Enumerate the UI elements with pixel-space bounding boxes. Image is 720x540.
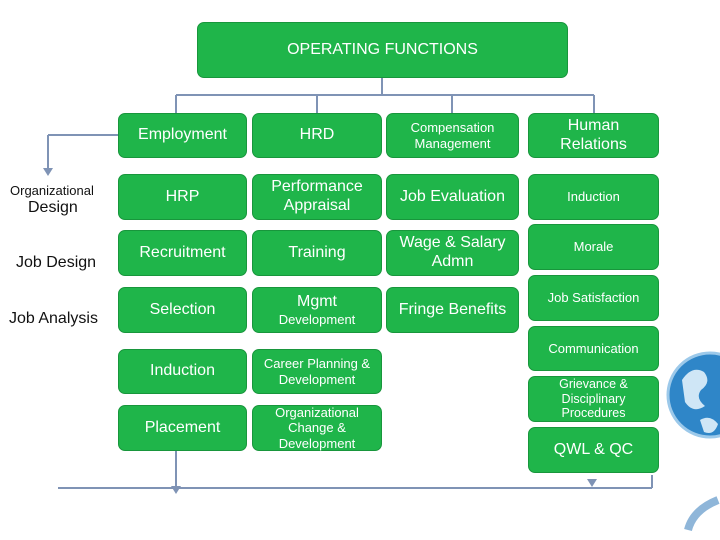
title-text: OPERATING FUNCTIONS	[287, 40, 478, 58]
box-induction: Induction	[118, 349, 247, 394]
box-hrd-label: HRD	[299, 126, 335, 144]
box-career-planning: Career Planning & Development	[252, 349, 382, 394]
box-performance-appraisal: Performance Appraisal	[252, 174, 382, 220]
box-mgmt-label: Mgmt	[297, 292, 337, 310]
box-training: Training	[252, 230, 382, 276]
box-selection: Selection	[118, 287, 247, 333]
box-career-planning-label: Career Planning & Development	[263, 356, 371, 387]
box-human-relations-label: Human Relations	[560, 116, 627, 153]
box-selection-label: Selection	[149, 300, 216, 318]
box-placement-label: Placement	[144, 418, 221, 436]
box-grievance-label: Grievance & Disciplinary Procedures	[559, 376, 628, 421]
globe-decoration	[666, 351, 720, 532]
box-placement: Placement	[118, 405, 247, 451]
box-job-satisfaction-label: Job Satisfaction	[547, 290, 640, 306]
box-development-label: Development	[278, 311, 356, 327]
box-communication: Communication	[528, 326, 659, 371]
box-grievance: Grievance & Disciplinary Procedures	[528, 376, 659, 422]
box-compensation-management: Compensation Management	[386, 113, 519, 158]
label-organizational: Organizational	[10, 183, 94, 198]
box-organizational-change: Organizational Change & Development	[252, 405, 382, 451]
box-compensation-management-label: Compensation Management	[410, 120, 495, 151]
label-organizational-design: Organizational Design	[10, 183, 110, 217]
box-morale: Morale	[528, 224, 659, 270]
box-recruitment: Recruitment	[118, 230, 247, 276]
box-organizational-change-label: Organizational Change & Development	[275, 405, 359, 451]
box-recruitment-label: Recruitment	[139, 243, 226, 261]
box-communication-label: Communication	[548, 340, 639, 356]
box-hr-induction-label: Induction	[567, 189, 620, 205]
box-employment-label: Employment	[138, 126, 227, 144]
box-training-label: Training	[288, 243, 346, 261]
box-mgmt-development: Mgmt Development	[252, 287, 382, 333]
box-job-evaluation-label: Job Evaluation	[400, 187, 505, 205]
box-morale-label: Morale	[573, 239, 614, 255]
box-hrp: HRP	[118, 174, 247, 220]
box-performance-appraisal-label: Performance Appraisal	[271, 178, 363, 214]
box-fringe-benefits: Fringe Benefits	[386, 287, 519, 333]
box-wage-salary-label: Wage & Salary Admn	[399, 234, 506, 270]
box-wage-salary: Wage & Salary Admn	[386, 230, 519, 276]
box-job-satisfaction: Job Satisfaction	[528, 275, 659, 321]
box-hr-induction: Induction	[528, 174, 659, 220]
label-job-design: Job Design	[16, 254, 97, 271]
label-design: Design	[28, 199, 78, 216]
box-hrp-label: HRP	[165, 187, 200, 205]
box-fringe-benefits-label: Fringe Benefits	[398, 300, 507, 318]
box-induction-label: Induction	[150, 362, 215, 380]
label-job-analysis: Job Analysis	[9, 310, 98, 327]
box-hrd: HRD	[252, 113, 382, 158]
box-qwl-qc-label: QWL & QC	[553, 440, 634, 458]
box-qwl-qc: QWL & QC	[528, 427, 659, 473]
operating-functions-title: OPERATING FUNCTIONS	[197, 22, 568, 78]
box-job-evaluation: Job Evaluation	[386, 174, 519, 220]
box-employment: Employment	[118, 113, 247, 158]
box-human-relations: Human Relations	[528, 113, 659, 158]
